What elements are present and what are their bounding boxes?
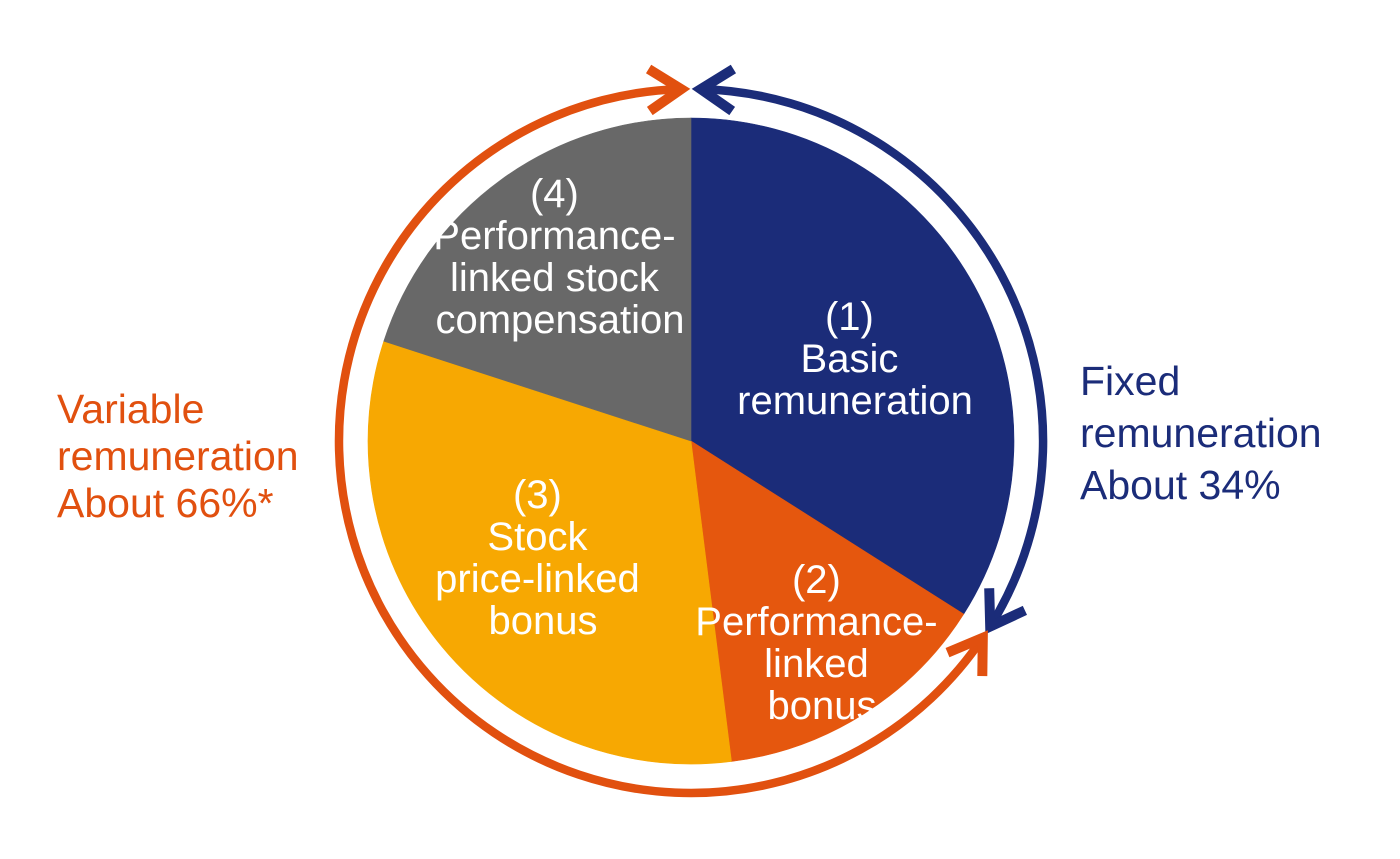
fixed-arc-arrowhead-top-icon (691, 64, 737, 116)
variable-remuneration-arc (334, 84, 987, 798)
fixed-arc-arrowhead-bottom-icon (984, 588, 1028, 635)
slice-3-label: (3) Stock price-linked bonus (435, 473, 651, 643)
slice-labels: (1) Basic remuneration (2) Performance- … (433, 172, 973, 728)
group-arc-arrows (334, 64, 1048, 798)
slice-basic-remuneration (690, 117, 1015, 615)
slice-4-label: (4) Performance- linked stock compensati… (433, 172, 686, 342)
fixed-remuneration-annotation: Fixed remuneration About 34% (1080, 358, 1333, 508)
pie (367, 117, 1015, 765)
variable-arc-arrowhead-bottom-icon (945, 630, 988, 677)
slice-stock-price-linked-bonus (367, 340, 732, 765)
slice-2-label: (2) Performance- linked bonus (695, 558, 948, 728)
slice-performance-linked-bonus (690, 440, 965, 762)
slice-1-label: (1) Basic remuneration (737, 295, 973, 423)
slice-performance-linked-stock-compensation (383, 117, 692, 442)
variable-arc-arrowhead-top-icon (645, 64, 691, 116)
fixed-remuneration-arc (700, 84, 1048, 629)
variable-remuneration-annotation: Variable remuneration About 66%* (57, 386, 310, 526)
